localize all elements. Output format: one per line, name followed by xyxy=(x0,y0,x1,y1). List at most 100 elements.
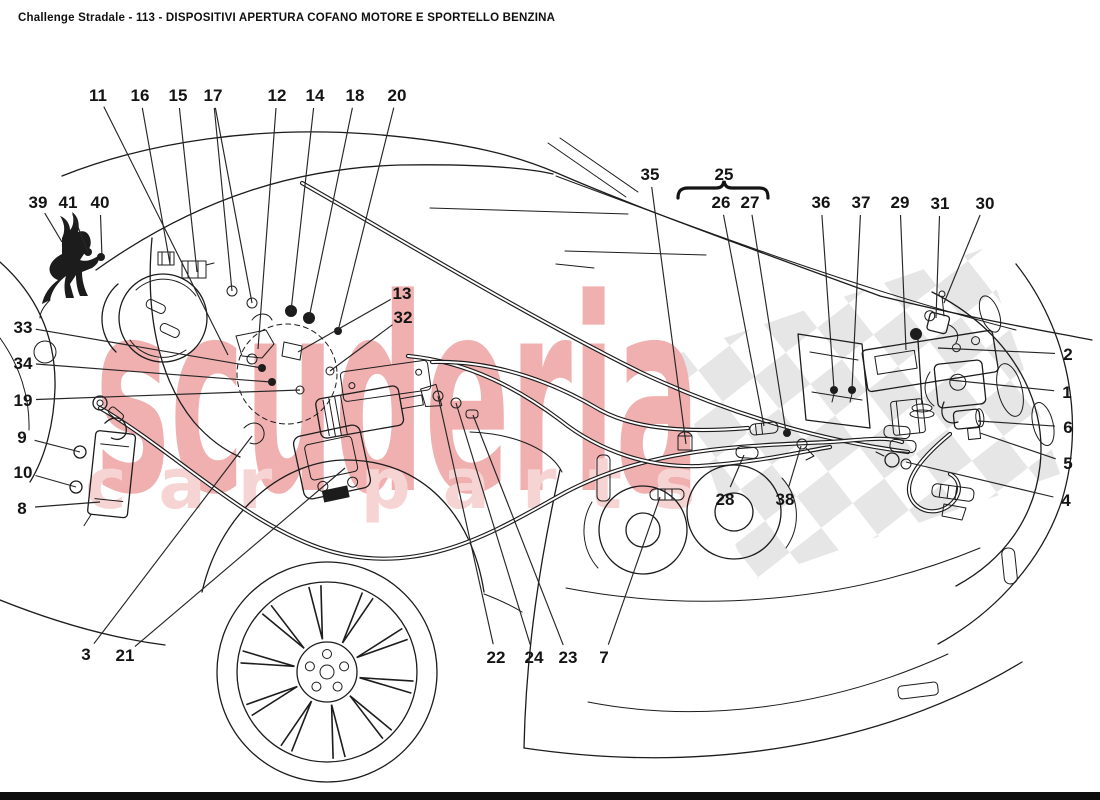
latch-claw xyxy=(924,371,935,407)
mount-plate xyxy=(339,359,432,402)
stud-foot xyxy=(909,409,935,419)
clip-38 xyxy=(796,438,808,450)
hinge-spring xyxy=(251,313,273,321)
light-bezel-left xyxy=(583,501,599,569)
callout-39: 39 xyxy=(29,193,48,212)
leader-line-33 xyxy=(35,328,263,369)
leader-line-8 xyxy=(34,501,101,508)
callout-22: 22 xyxy=(487,648,506,667)
release-disc-dashed xyxy=(236,323,338,425)
leader-line-12 xyxy=(257,107,277,350)
rim-outline xyxy=(236,581,418,763)
callout-17: 17 xyxy=(204,86,223,105)
sensor-cap xyxy=(924,310,936,322)
callout-25: 25 xyxy=(715,165,734,184)
callout-36: 36 xyxy=(812,193,831,212)
pin-23 xyxy=(465,409,479,419)
leader-line-37 xyxy=(851,214,861,390)
callout-31: 31 xyxy=(931,194,950,213)
leader-line-7 xyxy=(607,496,661,645)
eyelet-ferrule xyxy=(108,406,124,422)
callout-15: 15 xyxy=(169,86,188,105)
callout-34: 34 xyxy=(14,354,33,373)
bolt-36 xyxy=(830,386,838,394)
clamshell-edge-core xyxy=(301,182,909,453)
latch-loop-cable-core xyxy=(908,433,960,513)
bolt-24 xyxy=(450,397,462,409)
ferrule-26-lines xyxy=(754,422,764,436)
plate-hole-2 xyxy=(971,336,981,346)
wheel-spokes xyxy=(240,585,414,759)
leader-line-28 xyxy=(729,454,745,488)
callout-11: 11 xyxy=(89,86,107,105)
page-title: Challenge Stradale - 113 - DISPOSITIVI A… xyxy=(18,12,555,24)
wheel-arch xyxy=(201,459,485,593)
leader-line-27 xyxy=(751,214,787,433)
callout-9: 9 xyxy=(17,428,26,447)
side-vent-2 xyxy=(1031,402,1055,446)
leader-line-38 xyxy=(788,445,802,487)
latch-body xyxy=(933,359,987,409)
bushing-6 xyxy=(952,408,982,430)
cap-slot-2 xyxy=(159,322,180,338)
mount-hole-1 xyxy=(348,382,356,390)
horse-tail xyxy=(39,299,51,319)
callout-23: 23 xyxy=(559,648,578,667)
solenoid-plunger xyxy=(399,394,424,410)
deck-edge-line xyxy=(555,175,1017,331)
bushing-end xyxy=(975,408,985,428)
checkered-flag-watermark xyxy=(670,249,1061,582)
tail-light-right-inner xyxy=(714,492,754,532)
fuel-door-lock xyxy=(83,417,137,527)
bumper-left-edge xyxy=(523,469,561,749)
lock-box-inner xyxy=(304,435,359,481)
lock-plate xyxy=(87,430,137,519)
clip-38-tab xyxy=(805,447,815,461)
wheel-hub xyxy=(296,641,358,703)
adjuster-28 xyxy=(735,446,759,459)
lock-screw-2 xyxy=(347,476,359,488)
stud-bolt-shaft xyxy=(917,339,923,405)
leader-line-13 xyxy=(297,298,391,353)
screw-30 xyxy=(941,295,945,317)
panel-gap-line-1 xyxy=(429,207,629,215)
bracket-inner-lines xyxy=(809,351,863,401)
cable-ferrule-b xyxy=(889,438,917,454)
screw-10 xyxy=(69,480,83,494)
door-shut-line xyxy=(149,237,241,458)
clip-15 xyxy=(181,260,215,279)
lock-hook xyxy=(104,417,127,441)
bolt-4-nut xyxy=(900,458,912,470)
cable-clamp-35 xyxy=(677,431,693,451)
cable-eyelet xyxy=(92,395,108,411)
leader-line-16 xyxy=(141,107,171,265)
horse-silhouette xyxy=(42,212,99,304)
callout-14: 14 xyxy=(306,86,325,105)
fuel-cap xyxy=(118,273,208,363)
leader-line-22 xyxy=(437,395,494,645)
bumper-crease-2 xyxy=(587,653,949,713)
fitting-lines xyxy=(938,483,958,500)
bolt-4-shaft xyxy=(875,451,885,457)
callout-38: 38 xyxy=(776,490,795,509)
rear-fender-outer xyxy=(937,263,1074,645)
tire-outline xyxy=(216,561,438,783)
callout-16: 16 xyxy=(131,86,150,105)
leader-line-39 xyxy=(44,212,63,243)
release-hook xyxy=(243,422,265,445)
hood-latch-assembly xyxy=(797,290,999,521)
fuel-door-cable-core xyxy=(99,407,903,560)
spring-coils xyxy=(657,488,673,501)
leader-line-6 xyxy=(977,420,1056,427)
callout-28: 28 xyxy=(716,490,735,509)
nut-5 xyxy=(967,426,982,441)
leader-line-11 xyxy=(103,106,229,356)
screw-32 xyxy=(325,366,335,376)
callout-20: 20 xyxy=(388,86,407,105)
leader-line-31 xyxy=(935,215,941,319)
screw-30-head xyxy=(938,290,946,298)
lock-actuator-cluster xyxy=(92,359,479,503)
body-hole xyxy=(33,340,57,364)
callout-10: 10 xyxy=(14,463,33,482)
